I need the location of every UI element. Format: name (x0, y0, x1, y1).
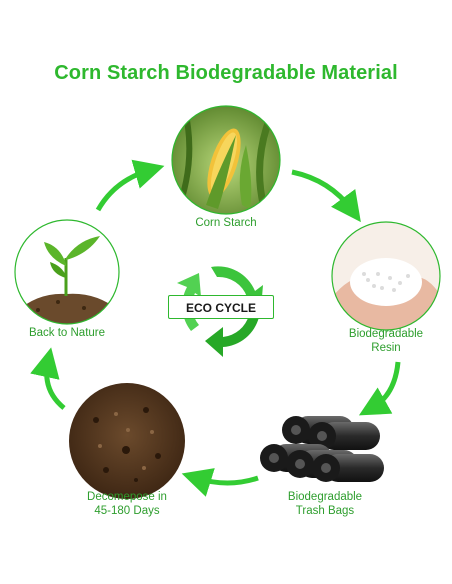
trash-bags-icon (260, 416, 384, 482)
arrow-nature-to-corn (95, 159, 165, 212)
arrow-soil-to-nature (30, 347, 66, 410)
soil-icon (69, 383, 185, 499)
step-label-corn: Corn Starch (195, 217, 257, 229)
step-label-nature: Back to Nature (28, 327, 106, 339)
step-trash-bags: Biodegradable Trash Bags (260, 408, 390, 518)
resin-icon (331, 221, 441, 331)
eco-cycle-label: ECO CYCLE (168, 295, 274, 319)
step-resin: Biodegradable Resin (330, 220, 442, 360)
arrow-bags-to-soil (181, 468, 259, 497)
arrow-corn-to-resin (291, 169, 361, 223)
step-label-resin: Biodegradable Resin (348, 328, 424, 354)
step-decompose: Decomepose in 45-180 Days (66, 380, 188, 530)
corn-icon (171, 105, 281, 215)
sprout-icon (14, 219, 120, 325)
step-corn-starch: Corn Starch (166, 105, 286, 229)
step-label-decompose: Decomepose in 45-180 Days (87, 491, 167, 517)
page-title: Corn Starch Biodegradable Material (54, 62, 398, 84)
step-label-bags: Biodegradable Trash Bags (287, 491, 363, 517)
arrow-resin-to-bags (358, 361, 401, 416)
step-back-to-nature: Back to Nature (8, 218, 126, 348)
